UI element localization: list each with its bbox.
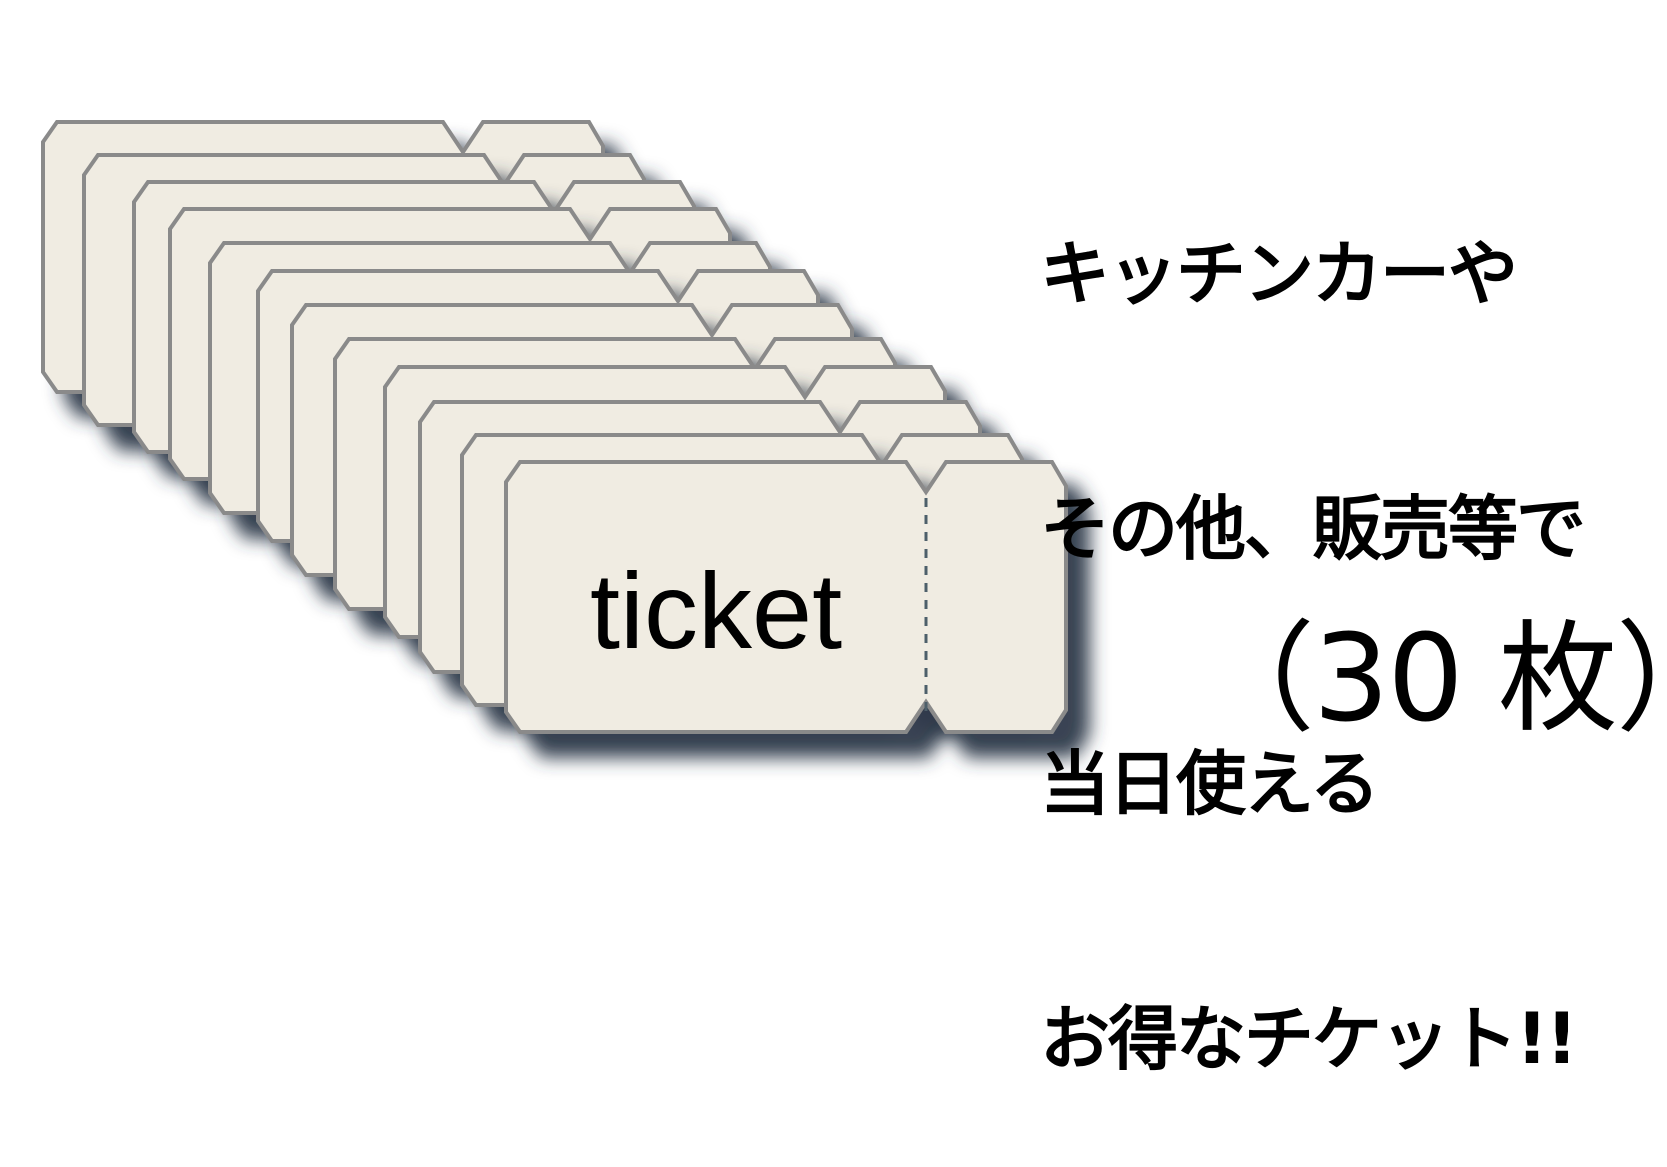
headline-line-4: お得なチケット!! (1040, 998, 1578, 1080)
headline-line-3: 当日使える (1040, 743, 1380, 825)
quantity-label: （30 枚） (1195, 610, 1667, 749)
headline-line-2: その他、販売等で (1040, 488, 1586, 570)
ticket-label: ticket (590, 550, 842, 671)
headline-line-1: キッチンカーや (1040, 233, 1518, 315)
ticket-front: ticket (504, 460, 1068, 734)
ticket-stack-illustration: ticket (41, 120, 1068, 734)
